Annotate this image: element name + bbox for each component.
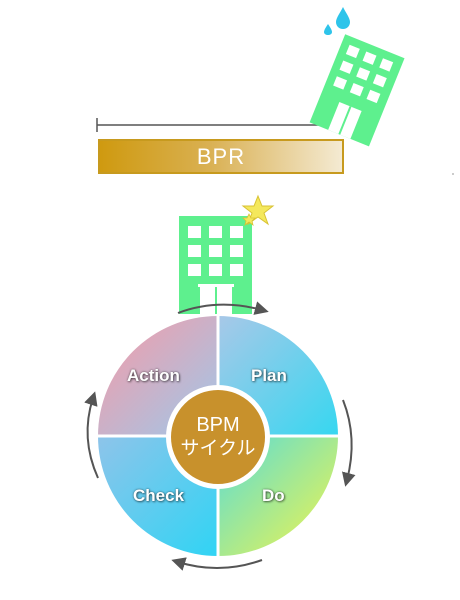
- quadrant-label-check: Check: [133, 486, 185, 505]
- building-icon: [179, 216, 252, 314]
- cycle-arrow-icon: [84, 301, 356, 571]
- bpm-cycle-hub: BPM サイクル: [166, 385, 270, 489]
- hub-title: BPM: [196, 414, 240, 436]
- water-drop-icon: [324, 7, 350, 35]
- quadrant-label-action: Action: [127, 366, 180, 385]
- quadrant-label-plan: Plan: [251, 366, 287, 385]
- star-icon: [241, 194, 275, 226]
- quadrant-label-do: Do: [262, 486, 285, 505]
- tilted-building-icon: [309, 34, 405, 147]
- stray-dot: [452, 173, 454, 175]
- hub-subtitle: サイクル: [180, 437, 256, 459]
- bpr-span-arrow: [96, 118, 346, 132]
- bpr-bar: BPR: [98, 139, 344, 174]
